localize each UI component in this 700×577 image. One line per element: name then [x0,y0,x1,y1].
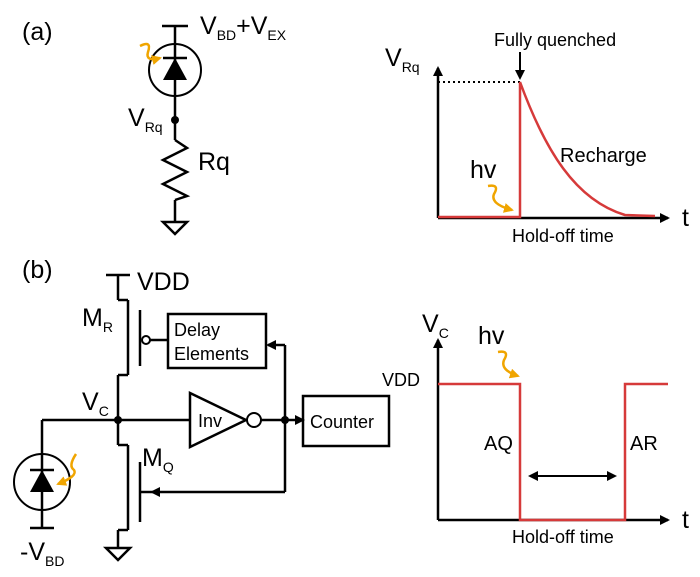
graph-b: VC t VDD hv AQ AR Hold-off time [382,310,689,547]
photon-icon [139,42,162,65]
ground-b-icon [102,546,134,562]
mr-transistor-icon [116,275,168,377]
counter-label: Counter [310,412,374,432]
graph-a-x-label: t [682,204,689,232]
supply-label: VBD+VEX [200,12,287,43]
graph-b-waveform [438,382,668,522]
graph-b-x-label: t [682,506,689,534]
hold-off-a-label: Hold-off time [512,226,614,246]
panel-b-label: (b) [22,256,53,284]
inverter-label: Inv [198,411,222,431]
graph-a-waveform [438,81,656,219]
photon-a-label: hv [470,156,497,184]
bias-label: -VBD [20,538,64,569]
graph-a: VRq t Fully quenched Recharge hv Hold-of… [385,30,689,246]
panel-a: (a) VBD+VEX VRq Rq [22,12,287,236]
photon-b-label: hv [478,322,505,350]
resistor-label: Rq [198,148,230,176]
node-vrq-dot [171,116,179,124]
aq-label: AQ [484,433,513,455]
counter-box [301,394,391,448]
fully-quenched-label: Fully quenched [494,30,616,50]
delay-line1: Delay [174,320,220,340]
spad-diode-icon [148,43,202,97]
graph-a-y-label: VRq [385,44,420,75]
graph-b-y-label: VC [422,310,449,341]
photon-a-icon [487,184,514,213]
panel-b: (b) VDD MR Delay Elements VC Inv [13,256,391,569]
graph-b-vdd-label: VDD [382,370,420,390]
photon-b-graph-icon [497,350,520,379]
ar-label: AR [630,433,658,455]
vdd-label: VDD [137,268,190,296]
inverter-icon [188,391,249,449]
mr-label: MR [82,304,113,335]
delay-line2: Elements [174,344,249,364]
resistor-icon [160,138,191,202]
hold-off-b-label: Hold-off time [512,527,614,547]
photon-b-icon [56,453,78,486]
node-vrq-label: VRq [128,104,163,135]
inverter-bubble [246,412,262,428]
ground-icon [159,220,191,236]
supply-terminal [162,24,188,45]
mq-transistor-icon [118,443,152,532]
recharge-label: Recharge [560,145,647,167]
mq-label: MQ [142,444,174,475]
panel-a-label: (a) [22,18,53,46]
node-vc-label: VC [82,388,109,419]
